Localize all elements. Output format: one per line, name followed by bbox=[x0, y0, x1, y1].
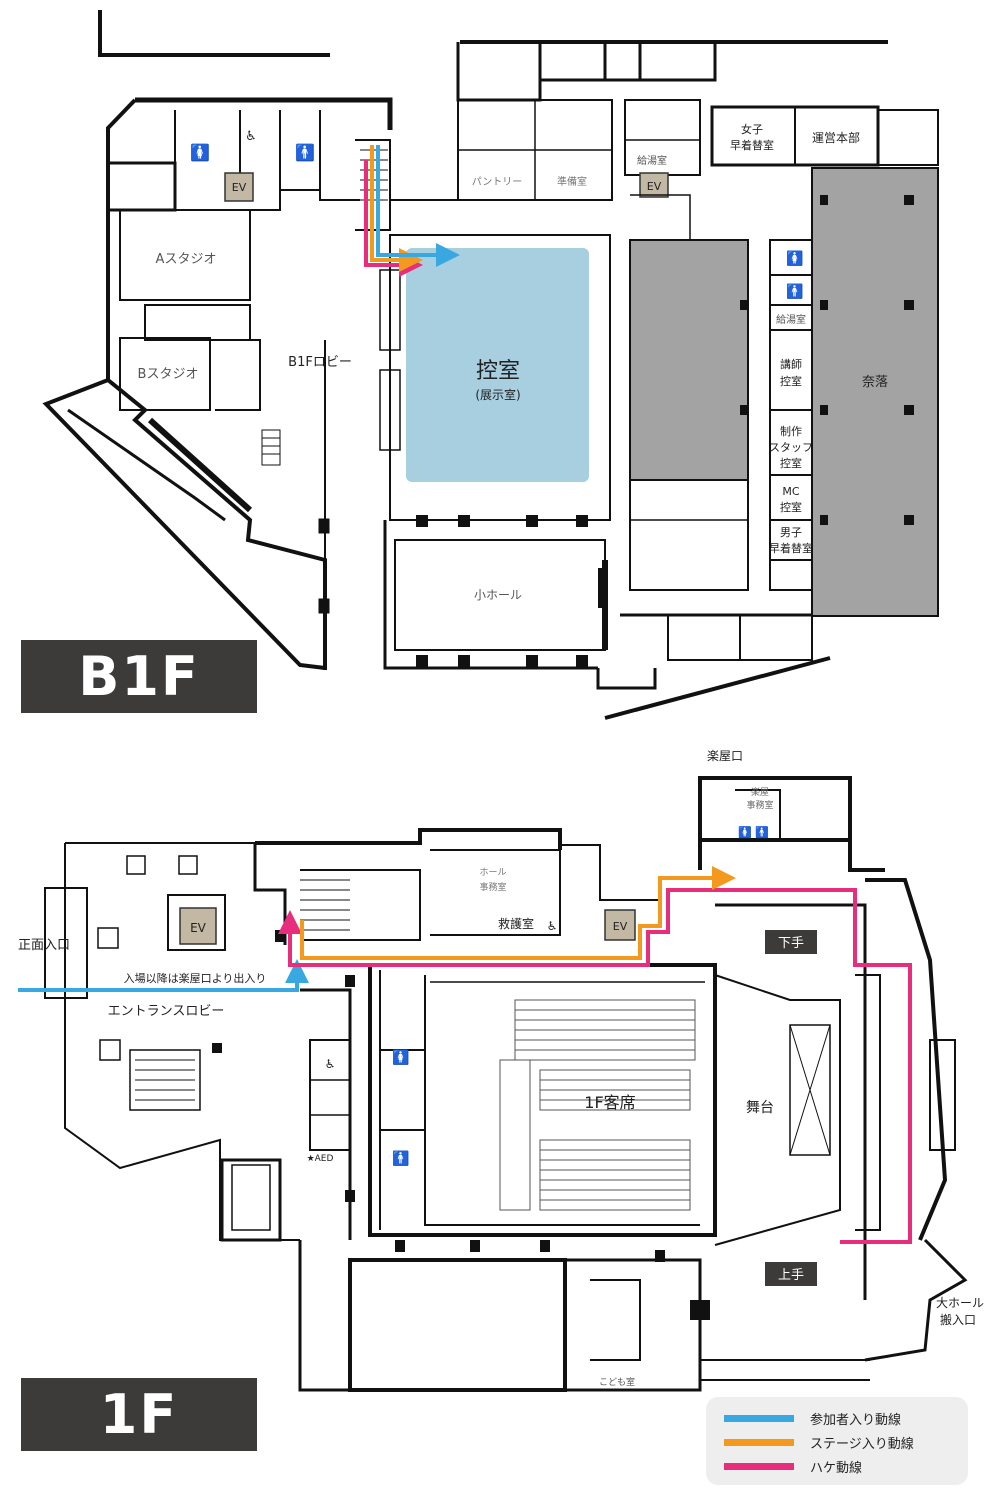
wheelchair-icon: ♿ bbox=[325, 1057, 336, 1071]
room-operations-hq: 運営本部 bbox=[812, 130, 860, 145]
male-toilet-icon: 🚹 bbox=[755, 826, 769, 839]
floor-badge-b1f: B1F bbox=[21, 640, 257, 713]
legend-item-exit: ハケ動線 bbox=[724, 1455, 862, 1477]
room-loading-2: 搬入口 bbox=[940, 1312, 976, 1327]
room-entrance-lobby: エントランスロビー bbox=[108, 1004, 225, 1019]
room-small-hall: 小ホール bbox=[474, 588, 522, 602]
room-seats: 1F客席 bbox=[584, 1093, 635, 1112]
room-female-dressing-2: 早着替室 bbox=[730, 138, 774, 152]
entry-note: 入場以降は楽屋口より出入り bbox=[124, 971, 267, 985]
room-first-aid: 救護室 bbox=[498, 916, 534, 931]
room-kyutoshitsu: 給湯室 bbox=[637, 154, 667, 167]
f1-plan bbox=[44, 776, 968, 1392]
route-exit-1f bbox=[278, 888, 912, 1244]
room-mc-2: 控室 bbox=[780, 500, 802, 514]
b1f-ev-1: EV bbox=[232, 181, 247, 194]
room-hall-office-2: 事務室 bbox=[479, 881, 506, 893]
female-toilet-icon: 🚺 bbox=[786, 250, 803, 267]
f1-ev-stage: EV bbox=[613, 920, 628, 933]
b1f-plan bbox=[42, 10, 939, 720]
female-toilet-icon: 🚺 bbox=[738, 826, 752, 839]
legend-item-stage-entry: ステージ入り動線 bbox=[724, 1431, 914, 1453]
f1-ev-lobby: EV bbox=[190, 921, 207, 935]
route-exit-b1f bbox=[364, 160, 423, 277]
female-toilet-icon: 🚺 bbox=[392, 1049, 409, 1066]
wheelchair-icon: ♿ bbox=[245, 129, 257, 144]
route-stage-entry-b1f bbox=[370, 145, 423, 272]
legend-item-participant: 参加者入り動線 bbox=[724, 1407, 901, 1429]
route-participant-b1f bbox=[376, 145, 460, 267]
legend-swatch bbox=[724, 1438, 794, 1446]
room-b1-lobby: B1Fロビー bbox=[288, 355, 352, 370]
legend-swatch bbox=[724, 1414, 794, 1422]
room-male-dressing-1: 男子 bbox=[780, 526, 802, 539]
room-mc-1: MC bbox=[782, 485, 799, 498]
room-hall-office-1: ホール bbox=[479, 867, 506, 878]
route-stage-entry-1f bbox=[300, 866, 736, 960]
room-stage: 舞台 bbox=[746, 1100, 774, 1116]
room-gakuyaguchi: 楽屋口 bbox=[707, 749, 743, 763]
b1f-toilet-icons: 🚺 🚹 ♿ 🚺 🚹 bbox=[190, 129, 804, 300]
room-staff-2: スタッフ bbox=[769, 441, 813, 454]
room-staff-1: 制作 bbox=[780, 425, 802, 438]
b1f-ev-2: EV bbox=[647, 180, 662, 193]
room-junbishitsu: 準備室 bbox=[557, 175, 587, 188]
f1-stage-badges: 下手 上手 bbox=[765, 930, 817, 1286]
aed-label: ★AED bbox=[307, 1154, 334, 1164]
wheelchair-icon: ♿ bbox=[547, 919, 558, 933]
room-hikaeshitsu-sub: (展示室) bbox=[475, 387, 520, 402]
legend-label: 参加者入り動線 bbox=[810, 1412, 902, 1428]
room-kyutoshitsu-2: 給湯室 bbox=[776, 313, 806, 326]
room-female-dressing-1: 女子 bbox=[741, 122, 763, 136]
b1f-routes bbox=[364, 145, 460, 277]
room-loading-1: 大ホール bbox=[936, 1296, 984, 1310]
room-main-entrance: 正面入口 bbox=[18, 938, 70, 953]
male-toilet-icon: 🚹 bbox=[295, 143, 315, 162]
room-instructor-1: 講師 bbox=[780, 357, 802, 371]
room-gakuya-office-1: 楽屋 bbox=[751, 786, 769, 798]
female-toilet-icon: 🚺 bbox=[190, 143, 210, 162]
room-gakuya-office-2: 事務室 bbox=[746, 799, 773, 811]
floor-badge-1f: 1F bbox=[21, 1378, 257, 1451]
room-a-studio: Aスタジオ bbox=[156, 252, 217, 267]
room-instructor-2: 控室 bbox=[780, 374, 802, 388]
room-hikaeshitsu: 控室 bbox=[476, 359, 520, 384]
male-toilet-icon: 🚹 bbox=[392, 1150, 409, 1167]
f1-labels: 楽屋口 楽屋 事務室 ホール 事務室 救護室 EV EV 正面入口 入場以降は楽… bbox=[18, 749, 984, 1388]
room-naraku: 奈落 bbox=[862, 375, 888, 390]
legend-swatch bbox=[724, 1462, 794, 1470]
legend-label: ハケ動線 bbox=[810, 1460, 863, 1476]
room-kids: こども室 bbox=[599, 1376, 635, 1388]
f1-routes bbox=[18, 866, 912, 1244]
male-toilet-icon: 🚹 bbox=[786, 283, 803, 300]
room-male-dressing-2: 早着替室 bbox=[769, 541, 813, 555]
route-participant-1f bbox=[18, 959, 309, 992]
badge-kamite: 上手 bbox=[778, 1268, 804, 1283]
room-pantry: パントリー bbox=[472, 176, 523, 188]
route-legend: 参加者入り動線 ステージ入り動線 ハケ動線 bbox=[706, 1397, 968, 1485]
room-staff-3: 控室 bbox=[780, 456, 802, 470]
legend-label: ステージ入り動線 bbox=[810, 1436, 914, 1452]
b1f-labels: Aスタジオ Bスタジオ B1Fロビー 控室 (展示室) 小ホール パントリー 準… bbox=[138, 122, 888, 602]
room-b-studio: Bスタジオ bbox=[138, 367, 199, 382]
f1-toilet-icons: 🚺 🚹 ♿ ♿ 🚹 🚺 bbox=[325, 826, 770, 1167]
badge-shimote: 下手 bbox=[778, 936, 804, 951]
